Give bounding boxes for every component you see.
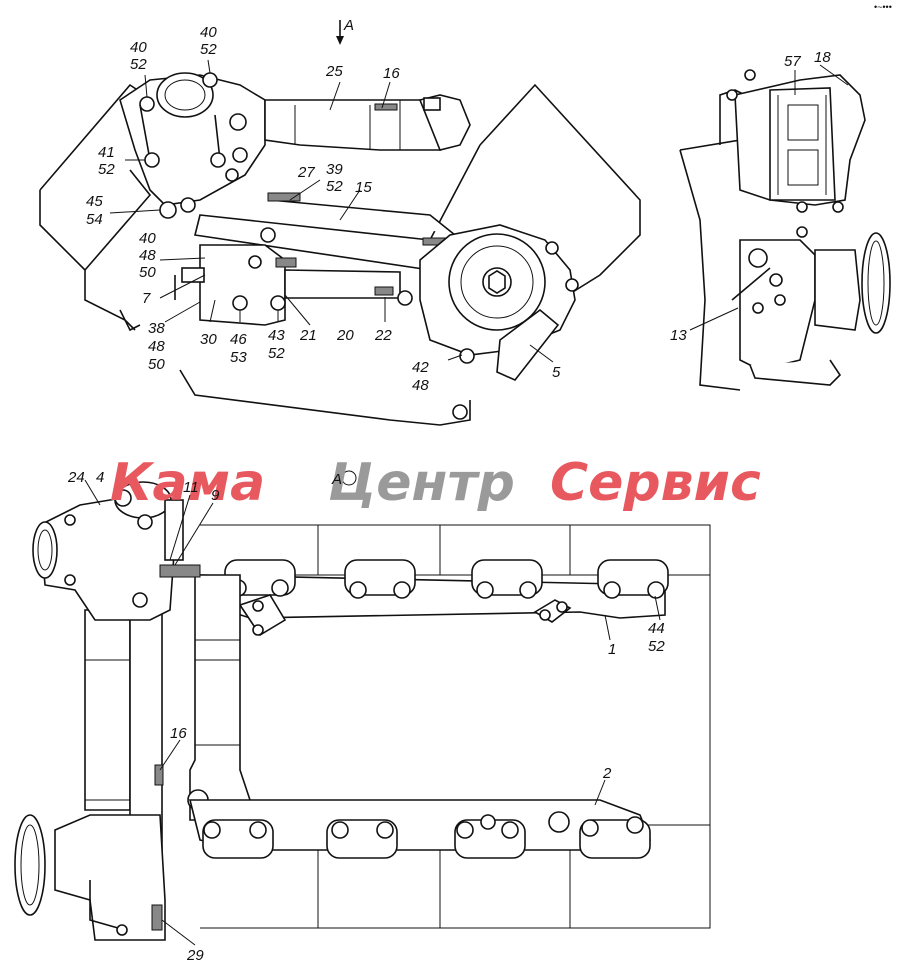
label-46: 46	[230, 331, 247, 348]
label-43: 43	[268, 327, 285, 344]
side-view-assembly	[679, 69, 891, 391]
label-40c: 40	[139, 230, 156, 247]
label-52a: 52	[130, 56, 147, 73]
plan-view-assembly	[14, 470, 711, 941]
label-24: 24	[67, 469, 85, 486]
label-21: 21	[299, 327, 317, 344]
front-view-assembly	[39, 20, 641, 426]
label-4: 4	[96, 469, 104, 486]
label-57: 57	[784, 53, 801, 70]
corner-mark: •~•••	[874, 2, 892, 12]
label-25: 25	[325, 63, 343, 80]
label-52d: 52	[326, 178, 343, 195]
label-27: 27	[297, 164, 315, 181]
label-22: 22	[374, 327, 392, 344]
label-50a: 50	[139, 264, 156, 281]
label-9: 9	[211, 487, 220, 504]
label-30: 30	[200, 331, 217, 348]
label-29: 29	[186, 947, 204, 964]
manifold-1-studs	[224, 559, 669, 599]
label-52e: 52	[268, 345, 285, 362]
label-40a: 40	[130, 39, 147, 56]
label-52b: 52	[200, 41, 217, 58]
watermark-part-3: Сервис	[550, 453, 761, 513]
label-42: 42	[412, 359, 429, 376]
view-a-arrow-label: A	[343, 17, 354, 34]
manifold-2-studs	[202, 816, 651, 859]
label-7: 7	[142, 290, 151, 307]
label-16b: 16	[170, 725, 187, 742]
label-48c: 48	[412, 377, 429, 394]
label-1: 1	[608, 641, 616, 658]
label-54: 54	[86, 211, 103, 228]
label-44: 44	[648, 620, 665, 637]
label-41: 41	[98, 144, 115, 161]
watermark-part-2: Центр	[328, 453, 515, 513]
label-50b: 50	[148, 356, 165, 373]
label-40b: 40	[200, 24, 217, 41]
label-13: 13	[670, 327, 687, 344]
label-48a: 48	[139, 247, 156, 264]
label-16a: 16	[383, 65, 400, 82]
label-5: 5	[552, 364, 561, 381]
label-53: 53	[230, 349, 247, 366]
label-18: 18	[814, 49, 831, 66]
part-labels: A A 40 52 40 52 25 16 41 52 27 39 52 15 …	[67, 2, 892, 964]
label-11: 11	[183, 479, 199, 496]
leader-lines	[84, 59, 849, 946]
label-39: 39	[326, 161, 343, 178]
label-20: 20	[336, 327, 354, 344]
label-2: 2	[602, 765, 612, 782]
label-38: 38	[148, 320, 165, 337]
label-52c: 52	[98, 161, 115, 178]
label-15: 15	[355, 179, 372, 196]
label-45: 45	[86, 193, 103, 210]
label-48b: 48	[148, 338, 165, 355]
watermark: Кама Центр Сервис	[110, 453, 761, 513]
label-52f: 52	[648, 638, 665, 655]
section-a-label: A	[331, 471, 342, 488]
